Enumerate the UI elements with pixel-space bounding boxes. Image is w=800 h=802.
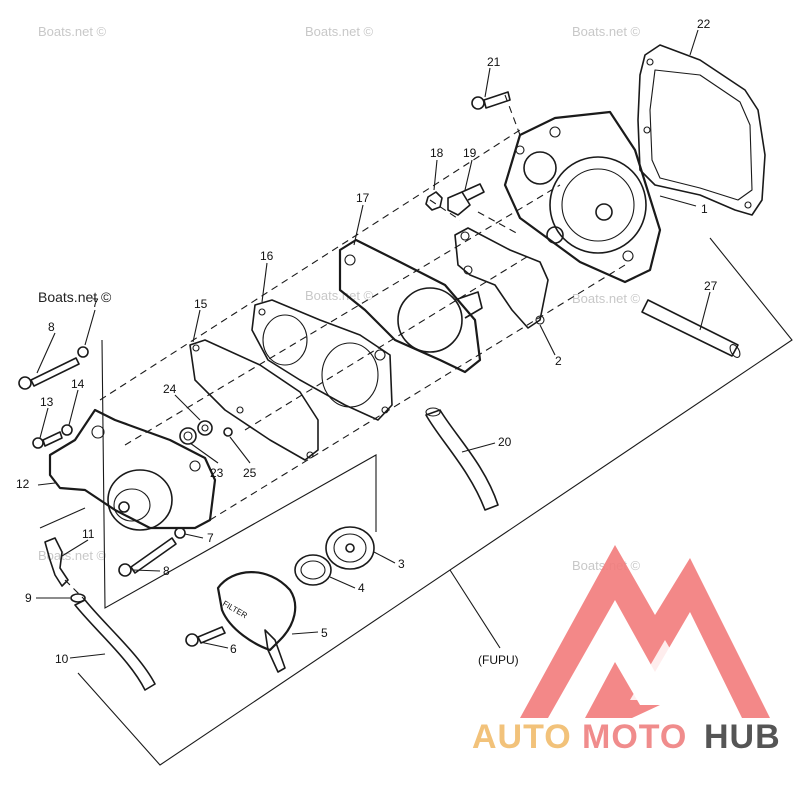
- callout-7: 7: [92, 296, 99, 310]
- part-9-clip: [70, 593, 86, 603]
- callout-19: 19: [463, 146, 477, 160]
- callout-10: 10: [55, 652, 69, 666]
- part-8-screw-top: [18, 357, 80, 390]
- callout-8: 8: [163, 564, 170, 578]
- part-25-pin: [223, 427, 233, 437]
- callout-24: 24: [163, 382, 177, 396]
- callout-12: 12: [16, 477, 30, 491]
- callout-21: 21: [487, 55, 501, 69]
- watermark-text: Boats.net ©: [305, 24, 374, 39]
- part-7-washer-bottom: [174, 527, 186, 539]
- callout-5: 5: [321, 626, 328, 640]
- callout-3: 3: [398, 557, 405, 571]
- part-3-filter-screen: [325, 526, 375, 570]
- part-4-seal-ring: [294, 554, 332, 586]
- part-8-screw-bottom: [118, 537, 177, 577]
- callout-7: 7: [207, 531, 214, 545]
- watermark-text: Boats.net ©: [572, 291, 641, 306]
- automotohub-logo: AUTO MOTO HUB: [472, 545, 781, 756]
- part-16-gasket: [251, 299, 393, 421]
- callout-11: 11: [82, 527, 95, 541]
- part-17-chamber: [338, 238, 483, 374]
- callout-23: 23: [210, 466, 224, 480]
- part-6-screw: [185, 626, 226, 647]
- part-22-gasket: [637, 44, 766, 216]
- logo-auto-text: AUTO: [472, 718, 572, 756]
- part-7-washer-top: [77, 346, 89, 358]
- callout-27: 27: [704, 279, 718, 293]
- part-1-pump-body: [503, 110, 662, 284]
- part-21-screw: [471, 91, 511, 110]
- callout-9: 9: [25, 591, 32, 605]
- watermark-text: Boats.net ©: [572, 24, 641, 39]
- part-20-hose: [425, 407, 499, 511]
- part-13-screw: [32, 431, 63, 449]
- watermark-text: Boats.net ©: [38, 289, 112, 305]
- part-24-ring: [197, 420, 213, 436]
- callout-18: 18: [430, 146, 444, 160]
- part-14-washer: [61, 424, 73, 436]
- callout-8: 8: [48, 320, 55, 334]
- callout-numbers: 22 21 18 19 1 17 16 27 15 8 7 2 14 13 24…: [16, 17, 718, 667]
- callout-13: 13: [40, 395, 54, 409]
- callout-15: 15: [194, 297, 208, 311]
- callout-6: 6: [230, 642, 237, 656]
- callout-4: 4: [358, 581, 365, 595]
- logo-hub-text: HUB: [704, 718, 781, 756]
- callout-14: 14: [71, 377, 85, 391]
- callout-1: 1: [701, 202, 708, 216]
- part-10-hose: [74, 599, 156, 691]
- watermark-text: Boats.net ©: [38, 548, 107, 563]
- logo-triangle-mark: [520, 545, 770, 718]
- callout-17: 17: [356, 191, 370, 205]
- watermark-layer: Boats.net © Boats.net © Boats.net © Boat…: [38, 24, 641, 573]
- part-5-filter-cover: FILTER: [216, 571, 297, 673]
- callout-22: 22: [697, 17, 711, 31]
- part-15-diaphragm: [189, 339, 319, 461]
- group-label: (FUPU): [478, 653, 519, 667]
- alignment-lines: [64, 94, 626, 601]
- watermark-text: Boats.net ©: [38, 24, 107, 39]
- part-27-tube: [641, 299, 741, 358]
- part-18-nut: [425, 191, 443, 211]
- callout-2: 2: [555, 354, 562, 368]
- callout-20: 20: [498, 435, 512, 449]
- callout-16: 16: [260, 249, 274, 263]
- part-23-washer: [179, 427, 197, 445]
- watermark-text: Boats.net ©: [305, 288, 374, 303]
- logo-moto-text: MOTO: [582, 718, 687, 756]
- part-19-bolt: [447, 183, 485, 216]
- callout-25: 25: [243, 466, 257, 480]
- assembly-boundary: [39, 237, 793, 766]
- part-2-plate: [454, 227, 549, 329]
- part-12-housing: [48, 408, 217, 531]
- leader-lines: [36, 29, 711, 659]
- part-11-fitting: [44, 537, 69, 587]
